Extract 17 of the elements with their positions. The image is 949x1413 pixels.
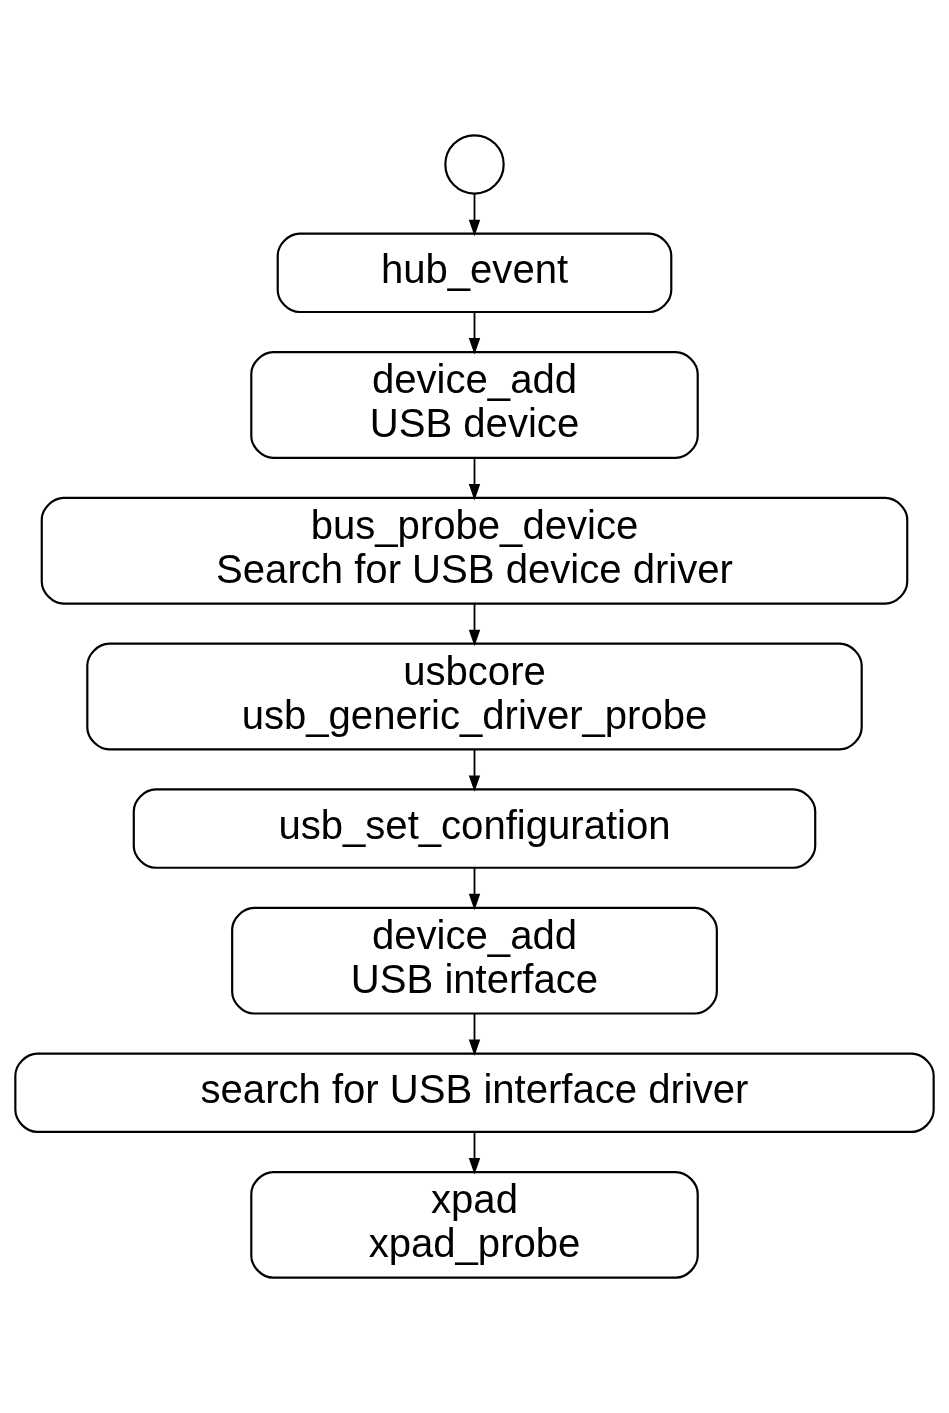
arrow <box>468 311 481 355</box>
node-box: usbcore usb_generic_driver_probe <box>86 642 863 751</box>
arrow <box>468 867 481 911</box>
arrow <box>468 748 481 792</box>
node-box: device_add USB interface <box>231 906 718 1015</box>
arrow <box>468 602 481 647</box>
node-circle <box>444 134 505 195</box>
node-box: hub_event <box>276 232 673 314</box>
node-box: xpad xpad_probe <box>250 1170 699 1279</box>
node-box: bus_probe_device Search for USB device driver <box>40 496 909 605</box>
node-box: usb_set_configuration <box>132 788 817 869</box>
node-box: device_add USB device <box>250 351 699 459</box>
arrow <box>468 457 481 501</box>
node-box: search for USB interface driver <box>14 1052 935 1134</box>
arrow <box>468 1131 481 1175</box>
arrow <box>468 1013 481 1057</box>
arrow <box>468 192 481 237</box>
